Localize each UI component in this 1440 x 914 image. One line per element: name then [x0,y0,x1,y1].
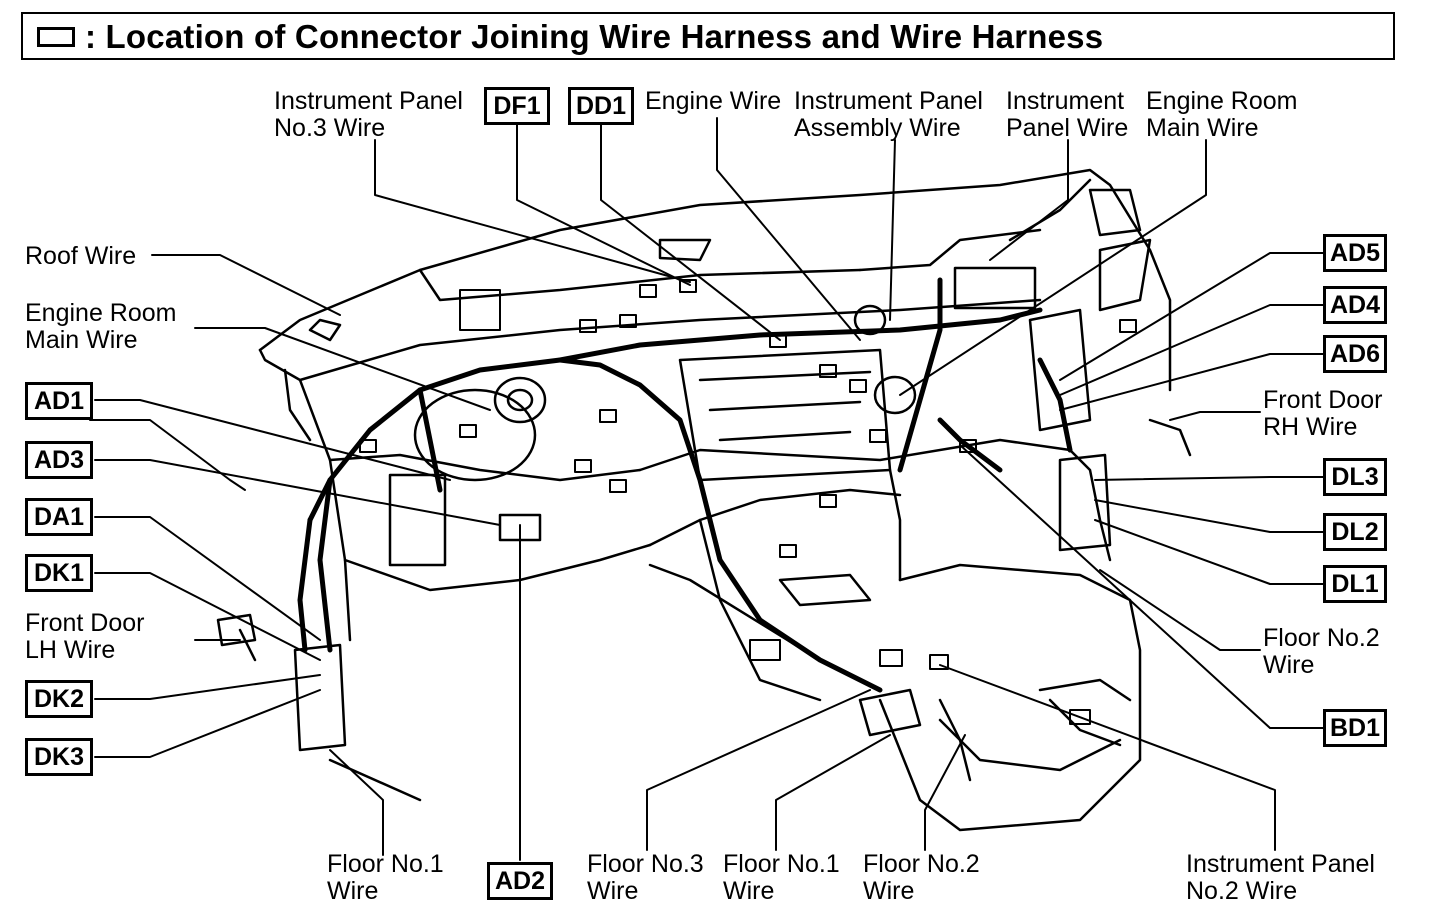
code-ad5: AD5 [1323,234,1387,272]
steering-column [413,376,547,482]
leader-lines [89,117,1326,861]
label-engine-wire: Engine Wire [645,87,782,115]
page-title: : Location of Connector Joining Wire Har… [85,18,1104,55]
fuse-box [853,266,1112,552]
code-dk3: DK3 [25,738,93,776]
code-dk1: DK1 [25,554,93,592]
label-roof-wire: Roof Wire [25,242,137,270]
code-ad2: AD2 [487,862,553,900]
code-ad4: AD4 [1323,286,1387,324]
code-ad1: AD1 [25,382,93,420]
code-da1: DA1 [25,498,93,536]
code-df1: DF1 [484,87,550,125]
center-console [778,563,1142,832]
code-ad6: AD6 [1323,335,1387,373]
connector-box-icon [37,27,75,47]
title-bar: : Location of Connector Joining Wire Har… [21,12,1395,60]
code-dl2: DL2 [1323,513,1387,551]
wire-harness [297,277,1073,693]
code-bd1: BD1 [1323,709,1387,747]
code-dk2: DK2 [25,680,93,718]
code-dl1: DL1 [1323,565,1387,603]
dashboard-outline [258,168,1172,702]
code-dd1: DD1 [568,87,634,125]
code-ad3: AD3 [25,441,93,479]
code-dl3: DL3 [1323,458,1387,496]
